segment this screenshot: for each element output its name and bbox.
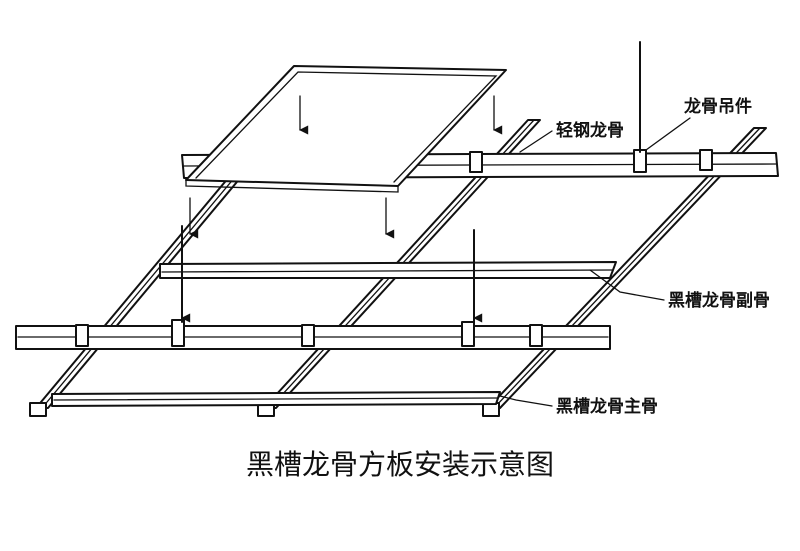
label-black-groove-main: 黑槽龙骨主骨 — [556, 396, 658, 417]
diagram-caption: 黑槽龙骨方板安装示意图 — [246, 448, 554, 481]
hanger-clips — [75, 149, 713, 347]
installation-arrows — [181, 95, 503, 323]
label-light-steel-keel: 轻钢龙骨 — [556, 120, 624, 141]
label-keel-hanger: 龙骨吊件 — [683, 96, 752, 117]
label-black-groove-secondary: 黑槽龙骨副骨 — [668, 290, 770, 311]
leader-lines — [499, 117, 691, 407]
ceiling-panel — [185, 65, 507, 193]
secondary-runner-lower — [51, 391, 501, 407]
secondary-runner-upper — [159, 261, 617, 279]
